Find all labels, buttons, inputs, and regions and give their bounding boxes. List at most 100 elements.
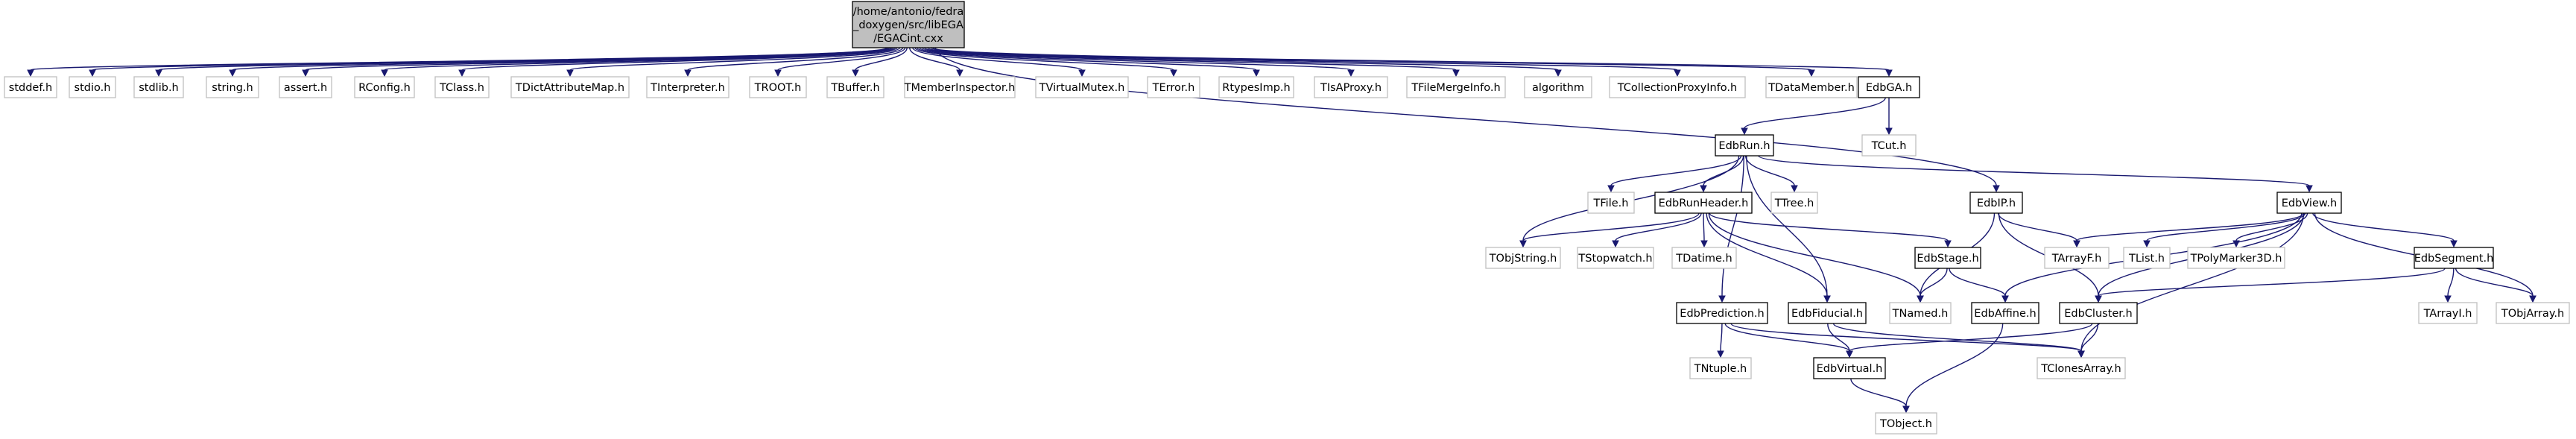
arrowhead-icon [1791, 185, 1798, 193]
node-label: TInterpreter.h [650, 82, 725, 94]
node-box [1587, 192, 1635, 214]
edge-line [1709, 212, 1949, 241]
node-edbstage-h[interactable]: EdbStage.h [1914, 247, 1981, 269]
node-box [354, 76, 415, 98]
node-box [2496, 302, 2570, 324]
node-edbip-h[interactable]: EdbIP.h [1969, 192, 2023, 214]
node-label: TBuffer.h [830, 82, 879, 94]
node-tdictattributemap-h: TDictAttributeMap.h [510, 76, 630, 98]
node-tfilemergeinfo-h: TFileMergeInfo.h [1406, 76, 1506, 98]
arrowhead-icon [1519, 240, 1527, 248]
node-label: EdbPrediction.h [1680, 308, 1764, 320]
node-label: TNamed.h [1892, 308, 1949, 320]
node-label: TArrayI.h [2423, 308, 2472, 320]
node-box [434, 76, 490, 98]
arrowhead-icon [2444, 295, 2452, 303]
edge-root-to-algorithm [924, 47, 1562, 78]
node-edbsegment-h[interactable]: EdbSegment.h [2414, 247, 2494, 269]
arrowhead-icon [1718, 295, 1726, 303]
node-label: TIsAProxy.h [1320, 82, 1382, 94]
arrowhead-icon [2529, 295, 2537, 303]
arrowhead-icon [2450, 240, 2458, 248]
node-rtypesimp-h: RtypesImp.h [1218, 76, 1294, 98]
nodes-layer: /home/antonio/fedra_doxygen/src/libEGA/E… [4, 1, 2570, 435]
node-box [1689, 357, 1752, 379]
node-rconfig-h: RConfig.h [354, 76, 415, 98]
edge-line [1758, 155, 2310, 186]
edge-edbview-to-tarrayf [2073, 212, 2304, 248]
node-box [1035, 76, 1129, 98]
arrowhead-icon [381, 69, 388, 78]
arrowhead-icon [1902, 405, 1910, 414]
node-label: assert.h [284, 82, 327, 94]
node-box [749, 76, 807, 98]
node-edbaffine-h[interactable]: EdbAffine.h [1971, 302, 2039, 324]
node-tobject-h: TObject.h [1875, 412, 1937, 435]
edge-line [909, 47, 961, 71]
arrowhead-icon [2306, 185, 2313, 193]
node-edbga-h[interactable]: EdbGA.h [1858, 76, 1920, 98]
node-label: TDatime.h [1675, 253, 1732, 265]
arrowhead-icon [1347, 69, 1355, 78]
node-label: EdbView.h [2282, 198, 2337, 209]
node-box [1676, 302, 1768, 324]
node-box [1654, 192, 1753, 214]
edge-root-to-tcollectionproxyinfo [927, 47, 1681, 78]
edge-line [932, 47, 1890, 71]
node-assert-h: assert.h [279, 76, 332, 98]
edge-line [2080, 212, 2305, 352]
node-tarrayf-h: TArrayF.h [2044, 247, 2110, 269]
edge-line [1724, 323, 1850, 352]
edge-root-to-tbuffer [852, 47, 908, 78]
node-box [2418, 302, 2478, 324]
node-edbcluster-h[interactable]: EdbCluster.h [2059, 302, 2138, 324]
edge-edbrun-to-tfile [1607, 155, 1742, 193]
arrowhead-icon [1717, 350, 1724, 359]
node-label: TFile.h [1593, 198, 1629, 209]
node-box [1671, 247, 1737, 269]
arrowhead-icon [89, 69, 96, 78]
arrowhead-icon [1700, 185, 1707, 193]
node-box [69, 76, 116, 98]
node-label: /home/antonio/fedra [853, 6, 964, 18]
node-troot-h: TROOT.h [749, 76, 807, 98]
node-edbview-h[interactable]: EdbView.h [2276, 192, 2342, 214]
edge-root-to-tdictattributemap [566, 47, 901, 78]
node-box [2187, 247, 2285, 269]
edge-edbcluster-to-tclonesarray [2077, 323, 2099, 359]
node-edbrun-h[interactable]: EdbRun.h [1715, 134, 1774, 157]
arrowhead-icon [2001, 295, 2009, 303]
node-tfile-h: TFile.h [1587, 192, 1635, 214]
arrowhead-icon [956, 69, 963, 78]
edge-line [1706, 212, 1828, 297]
node-edbvirtual-h[interactable]: EdbVirtual.h [1813, 357, 1886, 379]
edge-line [1998, 212, 2077, 241]
edge-edbrunheader-to-tstopwatch [1612, 212, 1702, 248]
node-tcollectionproxyinfo-h: TCollectionProxyInfo.h [1609, 76, 1746, 98]
node-label: EdbRun.h [1718, 140, 1770, 152]
edge-edbrunheader-to-tobjstring [1519, 212, 1700, 248]
edge-line [1708, 212, 1921, 297]
arrowhead-icon [458, 69, 466, 78]
edge-line [2235, 212, 2308, 241]
node-label: EdbSegment.h [2414, 253, 2494, 265]
node-ttree-h: TTree.h [1770, 192, 1818, 214]
arrowhead-icon [1823, 295, 1831, 303]
node-tpolymarker3d-h: TPolyMarker3D.h [2187, 247, 2285, 269]
node-home-antonio-fedra-doxygen-src-libega-egacint-cxx[interactable]: /home/antonio/fedra_doxygen/src/libEGA/E… [852, 1, 965, 48]
edge-edbcluster-to-edbvirtual [1846, 323, 2093, 359]
node-edbrunheader-h[interactable]: EdbRunHeader.h [1654, 192, 1753, 214]
node-edbfiducial-h[interactable]: EdbFiducial.h [1788, 302, 1867, 324]
edge-root-to-tinterpreter [684, 47, 904, 78]
edge-line [305, 47, 894, 71]
node-tmemberinspector-h: TMemberInspector.h [904, 76, 1016, 98]
node-box [1314, 76, 1388, 98]
node-edbprediction-h[interactable]: EdbPrediction.h [1676, 302, 1768, 324]
node-box [826, 76, 884, 98]
edge-line [1730, 323, 2082, 352]
node-label: RConfig.h [358, 82, 411, 94]
node-box [646, 76, 730, 98]
edge-line [1703, 155, 1744, 186]
edge-line [1949, 268, 2006, 297]
arrowhead-icon [1846, 350, 1853, 359]
